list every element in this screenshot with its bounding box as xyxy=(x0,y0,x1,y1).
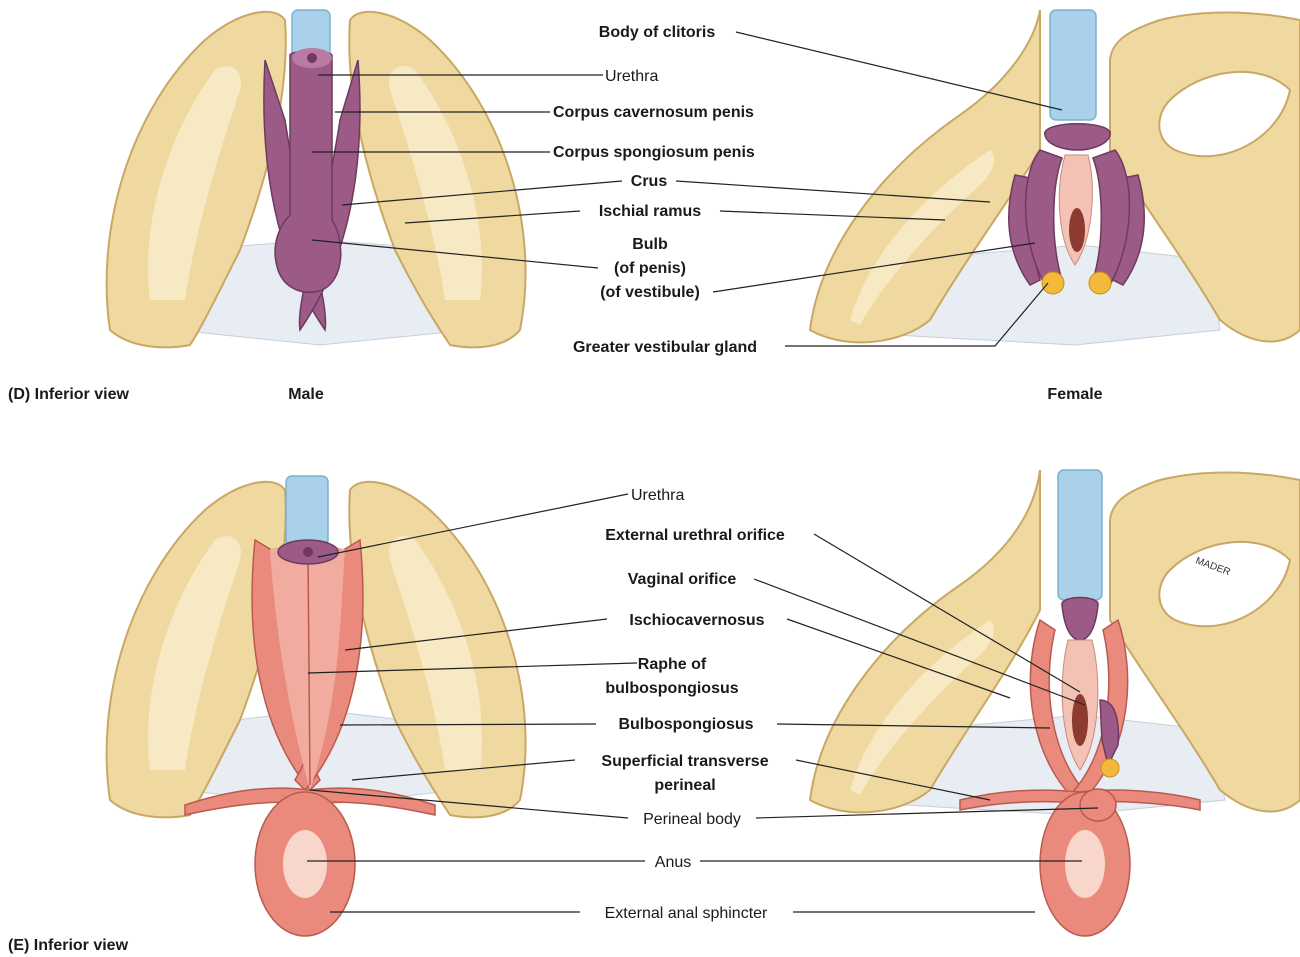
male-label: Male xyxy=(288,386,324,403)
label-crus: Crus xyxy=(631,173,668,190)
panel-d-female-illustration xyxy=(810,10,1300,345)
label-bulbospongiosus: Bulbospongiosus xyxy=(618,716,753,733)
label-external-anal-sphincter: External anal sphincter xyxy=(605,905,768,922)
label-corpus-cavernosum: Corpus cavernosum penis xyxy=(553,104,754,121)
label-ischiocavernosus: Ischiocavernosus xyxy=(629,612,764,629)
label-raphe-line2: bulbospongiosus xyxy=(605,680,738,697)
panel-e-caption: (E) Inferior view xyxy=(8,937,129,954)
label-raphe-line1: Raphe of xyxy=(638,656,707,673)
label-perineal-body: Perineal body xyxy=(643,811,741,828)
panel-e-female-illustration: MADER xyxy=(810,470,1300,936)
label-corpus-spongiosum: Corpus spongiosum penis xyxy=(553,144,755,161)
label-external-urethral-orifice: External urethral orifice xyxy=(605,527,785,544)
label-bulb: Bulb xyxy=(632,236,668,253)
label-superficial-transverse-line2: perineal xyxy=(654,777,715,794)
panel-d-caption: (D) Inferior view xyxy=(8,386,129,403)
label-greater-vestibular-gland: Greater vestibular gland xyxy=(573,339,757,356)
label-vaginal-orifice: Vaginal orifice xyxy=(628,571,737,588)
label-urethra-d: Urethra xyxy=(605,68,658,85)
female-label: Female xyxy=(1047,386,1102,403)
panel-e-male-illustration xyxy=(107,476,526,936)
label-urethra-e: Urethra xyxy=(631,487,684,504)
label-anus: Anus xyxy=(655,854,691,871)
panel-d-male-illustration xyxy=(107,10,526,347)
label-ischial-ramus: Ischial ramus xyxy=(599,203,701,220)
label-of-penis: (of penis) xyxy=(614,260,686,277)
label-superficial-transverse-line1: Superficial transverse xyxy=(601,753,768,770)
label-body-of-clitoris: Body of clitoris xyxy=(599,24,716,41)
label-of-vestibule: (of vestibule) xyxy=(600,284,700,301)
